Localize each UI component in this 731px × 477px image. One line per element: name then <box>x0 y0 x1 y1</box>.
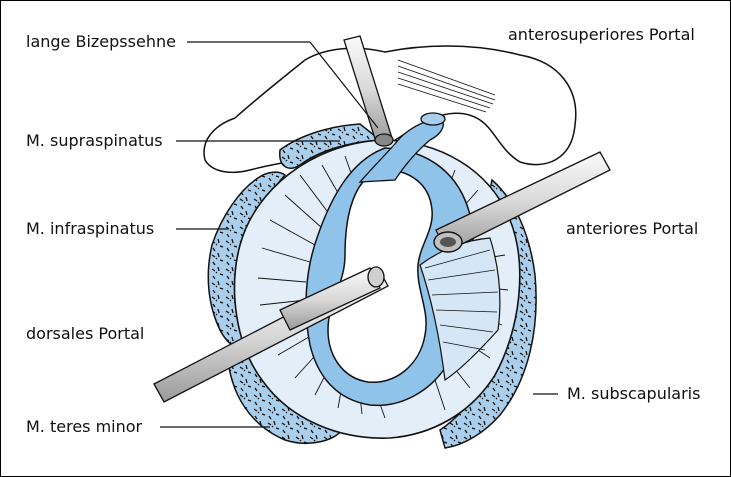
label-anterosuperiores-portal: anterosuperiores Portal <box>508 26 695 44</box>
label-dorsales-portal: dorsales Portal <box>26 325 144 343</box>
label-m-supraspinatus: M. supraspinatus <box>26 132 163 150</box>
label-m-infraspinatus: M. infraspinatus <box>26 220 154 238</box>
label-lange-bizepssehne: lange Bizepssehne <box>26 33 176 51</box>
label-m-teres-minor: M. teres minor <box>26 418 142 436</box>
label-anteriores-portal: anteriores Portal <box>566 220 698 238</box>
label-m-subscapularis: M. subscapularis <box>567 385 700 403</box>
